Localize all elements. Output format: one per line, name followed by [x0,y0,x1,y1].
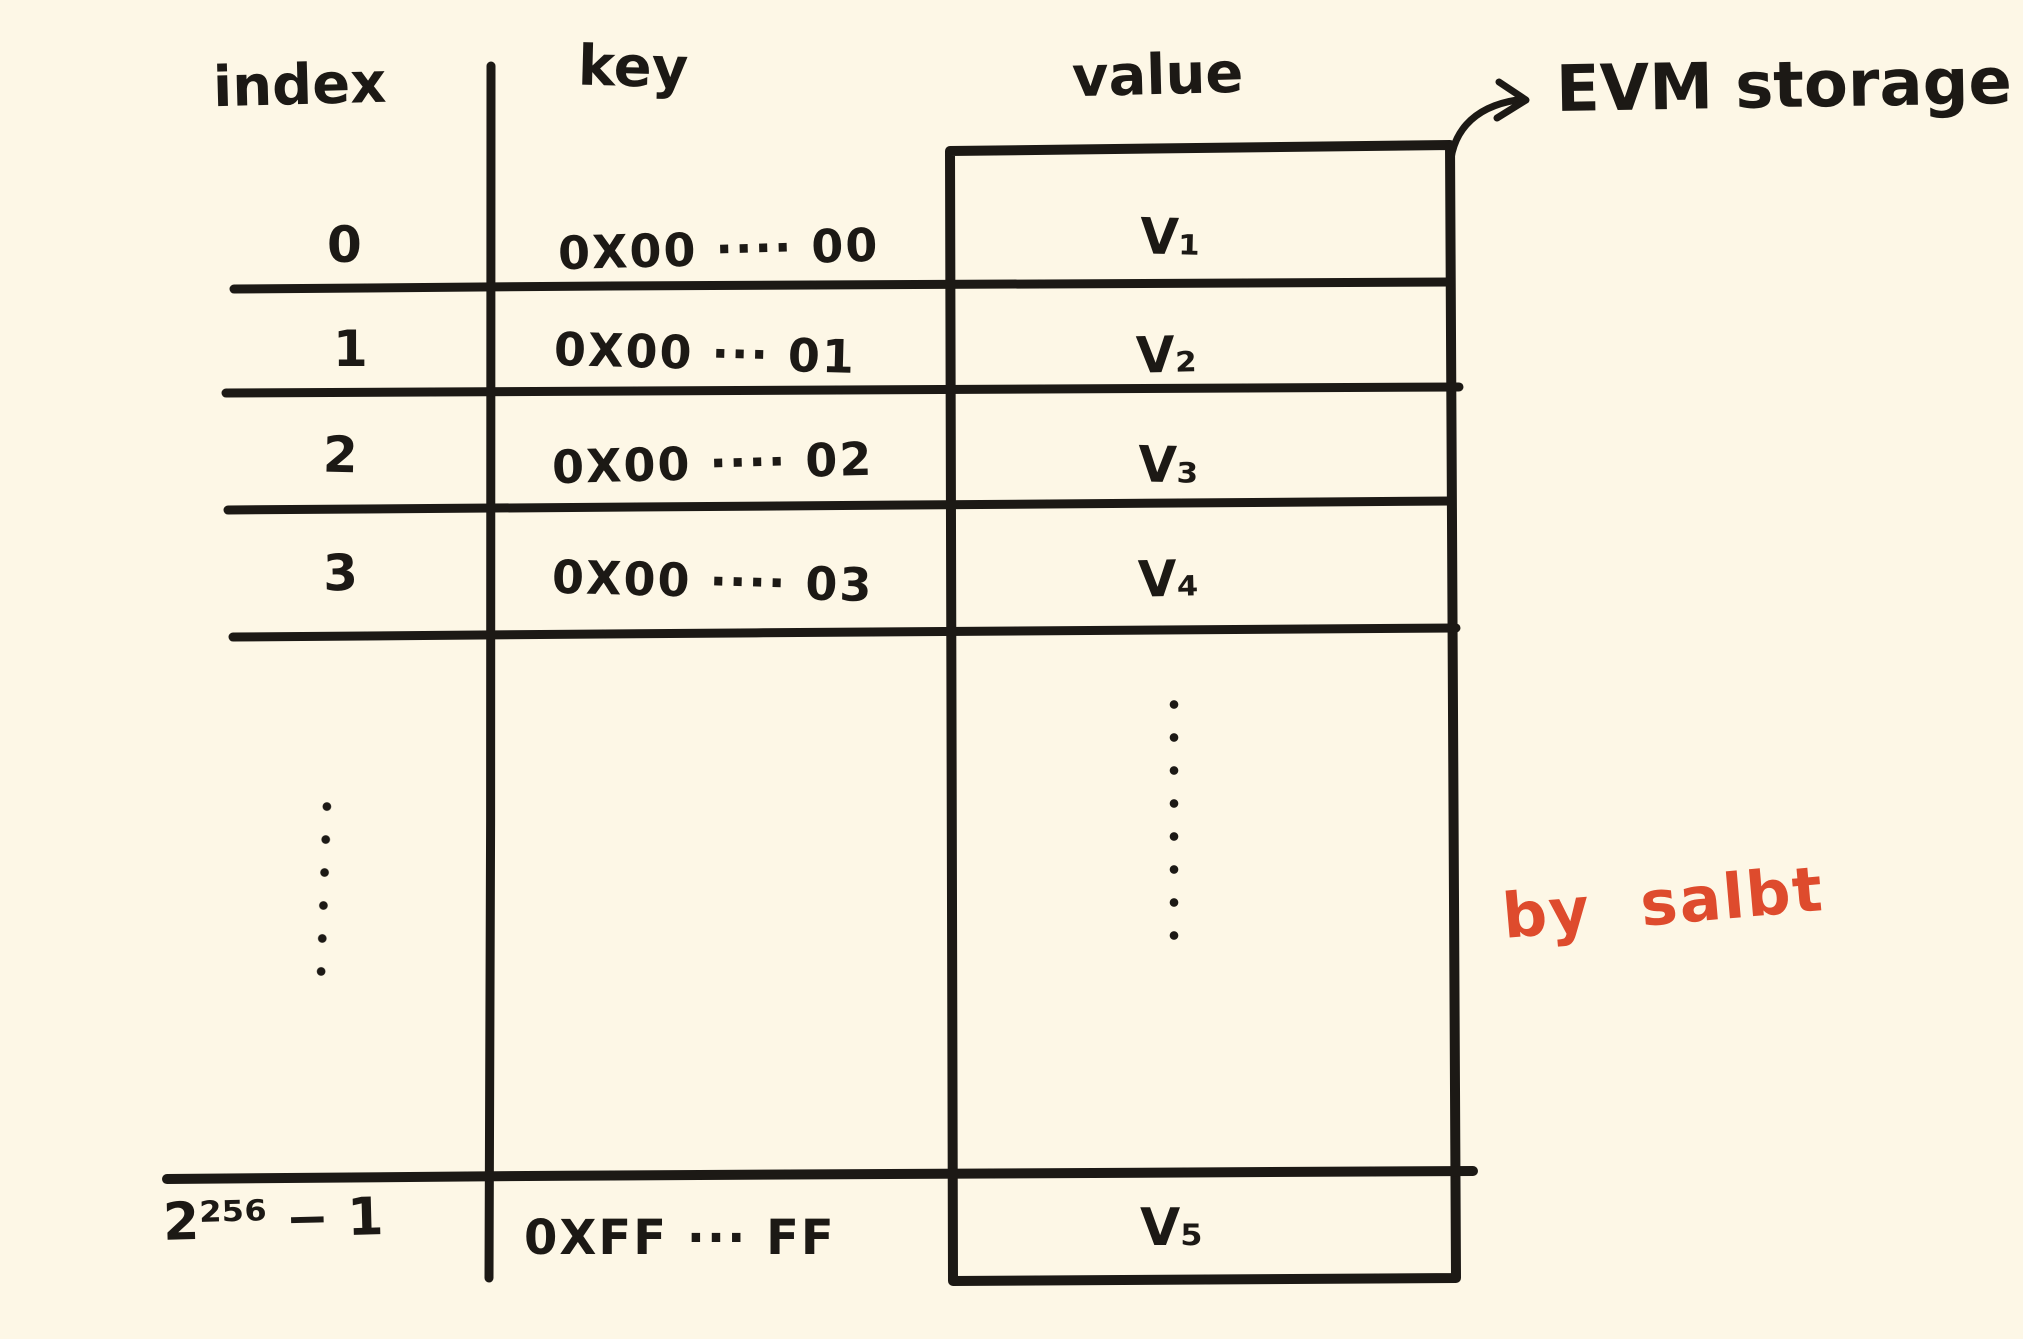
row-3-key: 0X00 ···· 03 [551,549,875,613]
bottom-row-line [162,1166,1478,1184]
value-box [945,140,1461,1286]
row-line-0 [229,277,1456,294]
row-0-key: 0X00 ···· 00 [557,217,881,281]
row-2-value: V₃ [1137,435,1200,495]
row-line-3 [228,623,1461,642]
column-header-value: value [1071,40,1245,111]
row-line-1 [221,382,1464,398]
row-1-key: 0X00 ··· 01 [553,322,857,384]
arrow-head-icon [1493,78,1530,122]
row-1-index: 1 [333,320,368,378]
column-header-index: index [212,50,388,121]
row-0-index: 0 [327,216,362,274]
row-3-index: 3 [322,543,359,603]
row-last-key: 0XFF ··· FF [524,1210,836,1266]
row-2-index: 2 [322,425,359,485]
row-3-value: V₄ [1137,549,1200,609]
row-line-2 [223,496,1457,515]
evm-storage-label: EVM storage [1555,45,2013,127]
value-vertical-ellipsis [1168,688,1180,952]
row-1-value: V₂ [1135,325,1198,385]
column-header-key: key [577,33,690,102]
column-separator-line [484,61,496,1283]
row-last-index: 2²⁵⁶ − 1 [162,1187,385,1253]
row-0-value: V₁ [1139,207,1202,267]
row-2-key: 0X00 ···· 02 [551,431,875,495]
arrow-shaft [1446,96,1521,179]
row-last-value: V₅ [1140,1198,1204,1258]
